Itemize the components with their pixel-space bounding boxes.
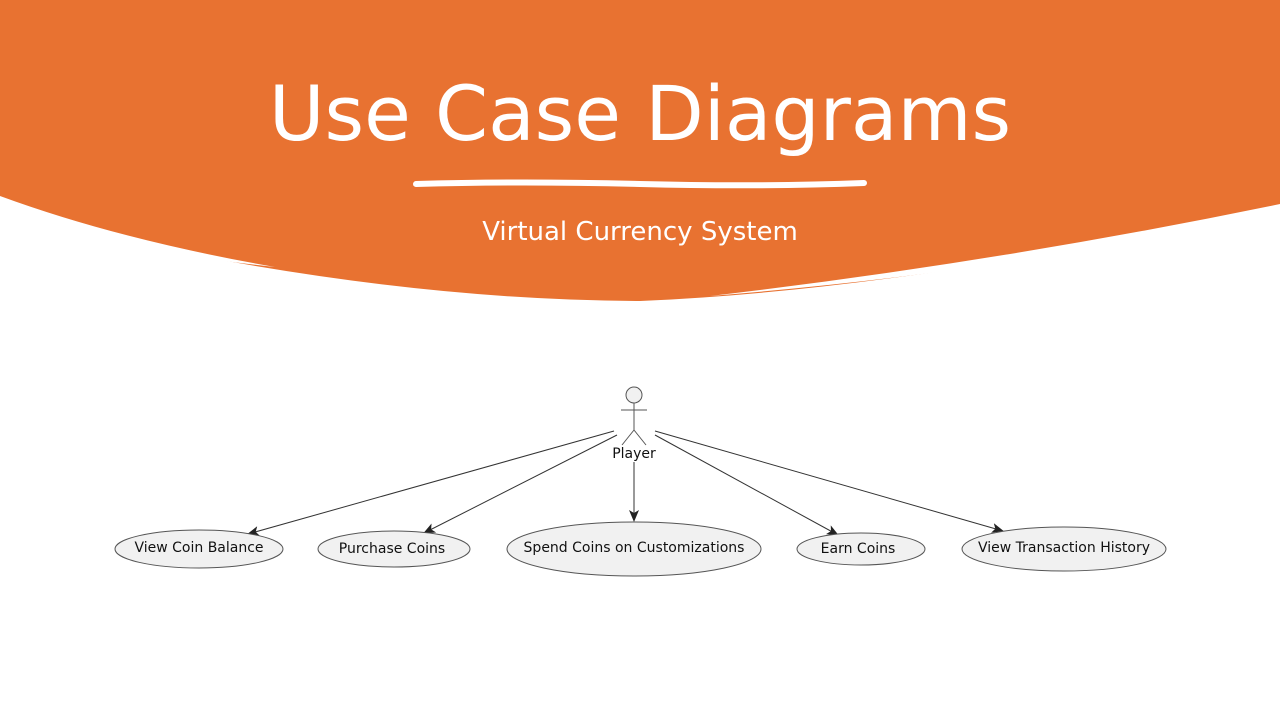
association-earn-coins [654,434,839,536]
use-case-earn-coins: Earn Coins [796,532,926,566]
stick-figure-icon [621,386,647,446]
use-case-purchase-coins: Purchase Coins [317,530,471,568]
page-subtitle: Virtual Currency System [482,217,798,247]
use-case-spend-coins-on-customizations: Spend Coins on Customizations [506,521,762,577]
page-title: Use Case Diagrams [268,69,1012,158]
use-case-label: View Coin Balance [134,540,263,556]
title-banner [0,0,1280,301]
association-view-transaction-history [654,430,1004,533]
association-view-coin-balance [247,430,615,536]
use-case-label: Spend Coins on Customizations [524,540,745,556]
use-case-view-coin-balance: View Coin Balance [114,529,284,569]
title-underline [413,179,867,189]
use-case-view-transaction-history: View Transaction History [961,526,1167,572]
banner-white-swoosh [0,196,275,267]
actor-player: Player [612,386,656,462]
use-case-label: Purchase Coins [339,541,445,557]
actor-label: Player [612,446,656,462]
use-case-label: View Transaction History [978,540,1150,556]
banner-shape [0,0,1280,301]
associations [247,430,1004,536]
use-case-label: Earn Coins [821,541,896,557]
association-purchase-coins [423,434,618,534]
